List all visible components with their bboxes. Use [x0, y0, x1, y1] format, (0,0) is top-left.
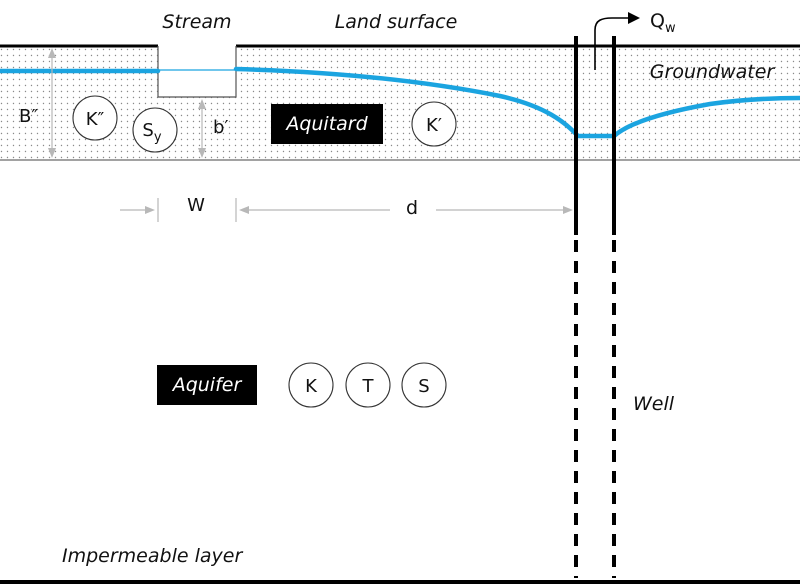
- aquitard-label-box: Aquitard: [271, 104, 383, 144]
- aquitard-layer: [0, 46, 800, 160]
- thickness-arrow-b: [198, 99, 206, 158]
- aquifer-param-T: T: [345, 362, 391, 408]
- aquifer-param-S: S: [401, 362, 447, 408]
- well-label: Well: [633, 393, 675, 415]
- svg-text:K′: K′: [426, 115, 442, 136]
- discharge-label: Qw: [650, 10, 676, 36]
- width-arrows-W: [120, 198, 237, 222]
- land-surface-label: Land surface: [335, 11, 458, 33]
- specific-yield-param: Sy: [132, 107, 178, 153]
- discharge-arrow: [594, 17, 630, 70]
- svg-text:Aquifer: Aquifer: [171, 374, 243, 396]
- stream-width-label: W: [187, 195, 205, 216]
- svg-text:Sy: Sy: [142, 120, 161, 145]
- thickness-arrow-B: [48, 48, 56, 158]
- distance-label: d: [406, 197, 418, 219]
- groundwater-label: Groundwater: [650, 61, 776, 83]
- distance-arrow-d: [239, 206, 573, 214]
- aquifer-label-box: Aquifer: [157, 365, 257, 405]
- aquitard-param-K-double-prime: K″: [72, 95, 118, 141]
- aquitard-thickness-label: B″: [19, 106, 38, 127]
- stream-channel: [157, 46, 237, 98]
- svg-text:Aquitard: Aquitard: [284, 113, 368, 135]
- aquifer-param-K: K: [288, 362, 334, 408]
- streambed-thickness-label: b′: [213, 117, 229, 138]
- water-table: [0, 66, 800, 139]
- stream-label: Stream: [162, 11, 231, 33]
- svg-text:S: S: [418, 376, 429, 397]
- svg-text:K: K: [305, 376, 318, 397]
- svg-text:T: T: [362, 376, 375, 397]
- aquitard-param-K-prime: K′: [411, 101, 457, 147]
- impermeable-layer-label: Impermeable layer: [62, 545, 243, 567]
- svg-text:K″: K″: [86, 109, 105, 130]
- discharge-arrowhead: [628, 12, 640, 24]
